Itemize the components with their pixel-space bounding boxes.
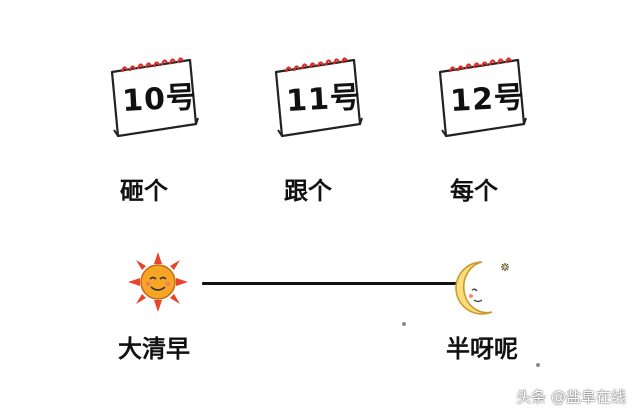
decorative-dot xyxy=(536,363,540,367)
calendar-day-12: 12号 xyxy=(432,50,532,140)
calendar-date: 10号 xyxy=(121,80,198,119)
calendar-date: 11号 xyxy=(285,80,362,119)
timeline-end-label: 半呀呢 xyxy=(446,334,518,363)
decorative-dot xyxy=(402,322,406,326)
sun-icon xyxy=(126,250,190,314)
caption-day-10: 砸个 xyxy=(120,176,168,205)
calendar-day-10: 10号 xyxy=(104,50,204,140)
calendar-page-icon xyxy=(110,57,199,138)
calendar-date: 12号 xyxy=(449,80,526,119)
calendar-page-icon xyxy=(438,57,527,138)
caption-day-11: 跟个 xyxy=(284,176,332,205)
timeline-start-label: 大清早 xyxy=(118,334,190,363)
moon-icon xyxy=(452,256,516,320)
watermark: 头条 @盐阜在线 xyxy=(516,388,626,406)
timeline-line xyxy=(202,282,464,285)
caption-day-12: 每个 xyxy=(450,176,498,205)
calendar-day-11: 11号 xyxy=(268,50,368,140)
calendar-page-icon xyxy=(274,57,363,138)
